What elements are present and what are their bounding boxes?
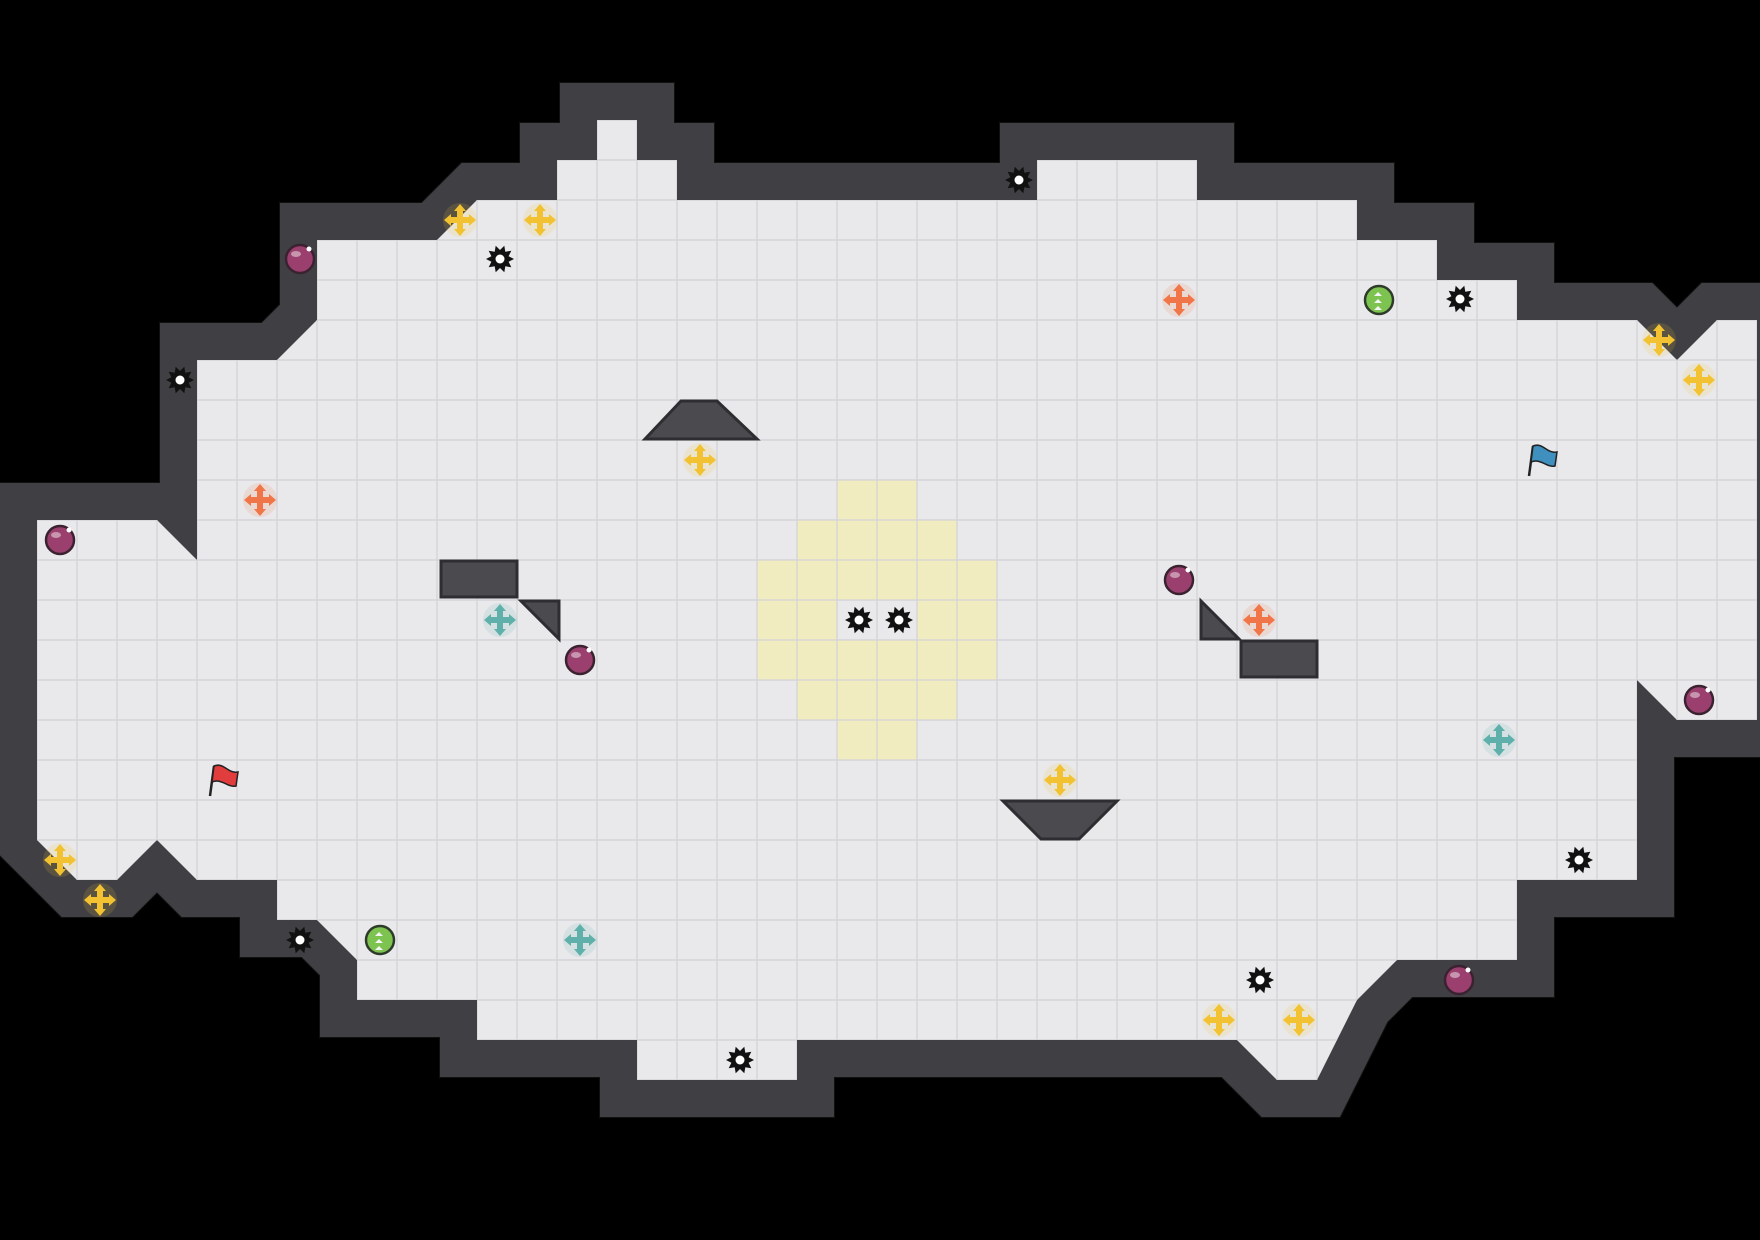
obstacle-ramp <box>641 399 761 441</box>
obstacle-block <box>1239 639 1319 679</box>
highlight-cell <box>957 560 997 600</box>
highlight-cell <box>877 480 917 520</box>
arena-objects <box>43 166 1716 1074</box>
plus-arrow-powerup-icon <box>1282 1003 1316 1037</box>
highlight-cell <box>757 640 797 680</box>
plus-arrow-powerup-icon <box>1642 323 1676 357</box>
highlight-cell <box>837 480 877 520</box>
highlight-cell <box>877 640 917 680</box>
bomb-icon <box>1683 684 1715 716</box>
highlight-cell <box>837 560 877 600</box>
plus-arrow-powerup-icon <box>1202 1003 1236 1037</box>
highlight-cell <box>797 560 837 600</box>
plus-arrow-powerup-icon <box>1043 763 1077 797</box>
highlight-cell <box>797 600 837 640</box>
spiked-mine-icon <box>845 606 873 634</box>
spiked-mine-icon <box>166 366 194 394</box>
highlight-cell <box>917 640 957 680</box>
spiked-mine-icon <box>1246 966 1274 994</box>
obstacle-ramp <box>999 799 1121 841</box>
spiked-mine-icon <box>286 926 314 954</box>
highlight-cell <box>797 640 837 680</box>
plus-arrow-powerup-icon <box>563 923 597 957</box>
highlight-cell <box>957 640 997 680</box>
highlight-cell <box>877 520 917 560</box>
flag-icon <box>208 764 239 797</box>
highlight-cell <box>837 520 877 560</box>
highlight-cell <box>877 560 917 600</box>
plus-arrow-powerup-icon <box>1162 283 1196 317</box>
spiked-mine-icon <box>885 606 913 634</box>
highlight-cell <box>757 560 797 600</box>
bomb-icon <box>1443 964 1475 996</box>
spiked-mine-icon <box>1005 166 1033 194</box>
spiked-mine-icon <box>726 1046 754 1074</box>
speed-boost-icon <box>1363 284 1395 316</box>
spiked-mine-icon <box>1565 846 1593 874</box>
obstacle-wedge <box>517 599 561 643</box>
plus-arrow-powerup-icon <box>443 203 477 237</box>
plus-arrow-powerup-icon <box>523 203 557 237</box>
highlight-cell <box>877 680 917 720</box>
obstacle-block <box>439 559 519 599</box>
flag-icon <box>1527 444 1558 477</box>
highlight-cell <box>917 560 957 600</box>
highlight-cell <box>837 680 877 720</box>
plus-arrow-powerup-icon <box>1242 603 1276 637</box>
highlight-cell <box>917 600 957 640</box>
spiked-mine-icon <box>1446 285 1474 313</box>
plus-arrow-powerup-icon <box>1482 723 1516 757</box>
bomb-icon <box>44 524 76 556</box>
spiked-mine-icon <box>486 245 514 273</box>
plus-arrow-powerup-icon <box>83 883 117 917</box>
highlight-cell <box>837 720 877 760</box>
plus-arrow-powerup-icon <box>243 483 277 517</box>
obstacle-wedge <box>1199 597 1243 641</box>
highlight-cell <box>837 640 877 680</box>
bomb-icon <box>564 644 596 676</box>
plus-arrow-powerup-icon <box>683 443 717 477</box>
highlight-cell <box>877 720 917 760</box>
speed-boost-icon <box>364 924 396 956</box>
bomb-icon <box>284 243 316 275</box>
highlight-cell <box>917 520 957 560</box>
plus-arrow-powerup-icon <box>483 603 517 637</box>
highlight-cell <box>957 600 997 640</box>
plus-arrow-powerup-icon <box>43 843 77 877</box>
highlight-cell <box>757 600 797 640</box>
highlight-cell <box>797 680 837 720</box>
highlight-cell <box>797 520 837 560</box>
highlight-cell <box>917 680 957 720</box>
bomb-icon <box>1163 564 1195 596</box>
plus-arrow-powerup-icon <box>1682 363 1716 397</box>
